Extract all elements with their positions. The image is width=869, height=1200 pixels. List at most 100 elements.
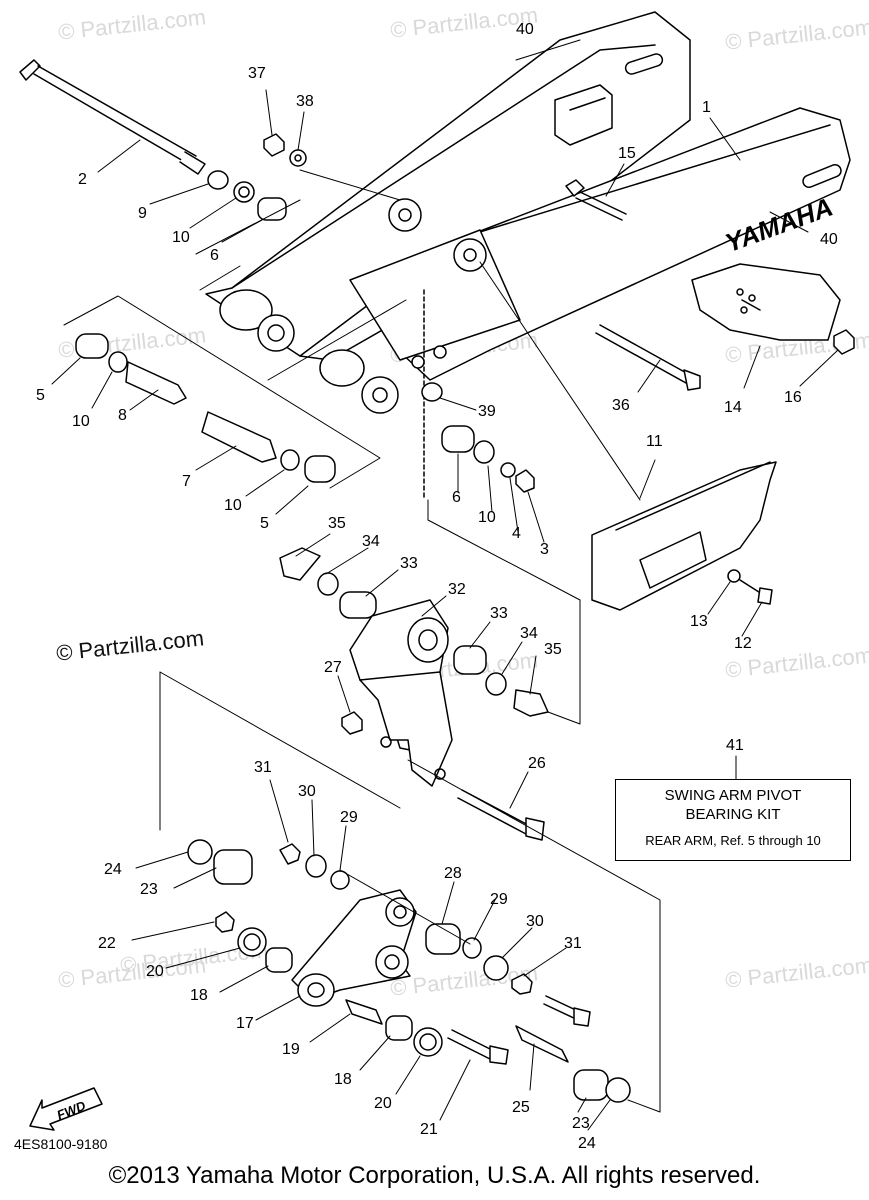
callout-30: 30 (526, 913, 544, 930)
washer-part-38 (289, 149, 307, 167)
collar-part-35 (513, 689, 549, 717)
seal-part-34 (485, 672, 507, 696)
callout-2: 2 (78, 171, 87, 188)
callout-20: 20 (374, 1095, 392, 1112)
callout-9: 9 (138, 205, 147, 222)
callout-26: 26 (528, 755, 546, 772)
collar-part-35 (279, 547, 321, 581)
plate-part-11 (591, 461, 777, 611)
seal-part-30 (305, 854, 327, 878)
nut-part-16 (833, 329, 855, 355)
callout-4: 4 (512, 525, 521, 542)
swingarm-part-1 (205, 11, 851, 501)
bearing-part-6 (257, 197, 287, 221)
o-ring-part-29 (330, 870, 350, 890)
callout-10: 10 (172, 229, 190, 246)
copyright-notice: ©2013 Yamaha Motor Corporation, U.S.A. A… (108, 1162, 761, 1189)
cap-part-39 (421, 382, 443, 402)
pivot-shaft-2 (19, 59, 206, 175)
callout-38: 38 (296, 93, 314, 110)
bearing-kit-box: SWING ARM PIVOT BEARING KIT REAR ARM, Re… (615, 779, 851, 861)
seal-part-10 (280, 449, 300, 471)
collar-part-5 (75, 333, 109, 359)
callout-3: 3 (540, 541, 549, 558)
callout-13: 13 (690, 613, 708, 630)
callout-10: 10 (478, 509, 496, 526)
callout-7: 7 (182, 473, 191, 490)
callout-33: 33 (490, 605, 508, 622)
bearing-part-23 (213, 849, 253, 885)
bearing-part-28 (425, 923, 461, 955)
callout-37: 37 (248, 65, 266, 82)
nut-part-27 (341, 711, 363, 735)
seal-part-24 (605, 1077, 631, 1103)
callout-24: 24 (578, 1135, 596, 1152)
bushing-part-8 (125, 361, 187, 405)
callout-16: 16 (784, 389, 802, 406)
callout-35: 35 (544, 641, 562, 658)
seal-part-30 (483, 955, 509, 981)
nut-part-37 (263, 133, 285, 157)
callout-12: 12 (734, 635, 752, 652)
callout-27: 27 (324, 659, 342, 676)
callout-31: 31 (254, 759, 272, 776)
connecting-rod-part-32 (349, 599, 453, 787)
callout-32: 32 (448, 581, 466, 598)
callout-20: 20 (146, 963, 164, 980)
chain-guide-part-14 (691, 263, 841, 341)
bearing-part-33 (453, 645, 487, 675)
callout-28: 28 (444, 865, 462, 882)
collar-part-5 (304, 455, 336, 483)
fwd-arrow-icon: FWD (29, 1087, 103, 1131)
callout-40: 40 (820, 231, 838, 248)
callout-41: 41 (726, 737, 744, 754)
bearing-part-23 (573, 1069, 609, 1101)
callout-29: 29 (490, 891, 508, 908)
collar-part-22 (215, 911, 235, 933)
collar-part-9 (207, 170, 229, 190)
callout-31: 31 (564, 935, 582, 952)
o-ring-part-29 (462, 937, 482, 959)
callout-39: 39 (478, 403, 496, 420)
seal-part-10 (233, 181, 255, 203)
callout-18: 18 (334, 1071, 352, 1088)
callout-14: 14 (724, 399, 742, 416)
callout-24: 24 (104, 861, 122, 878)
callout-25: 25 (512, 1099, 530, 1116)
callout-34: 34 (362, 533, 380, 550)
callout-40: 40 (516, 21, 534, 38)
bearing-part-18 (265, 947, 293, 973)
bolt-part-12 (739, 579, 773, 605)
callout-17: 17 (236, 1015, 254, 1032)
seal-part-20 (237, 927, 267, 957)
bushing-part-7 (201, 411, 277, 463)
seal-part-34 (317, 572, 339, 596)
seal-part-24 (187, 839, 213, 865)
callout-10: 10 (72, 413, 90, 430)
callout-36: 36 (612, 397, 630, 414)
kit-title-line2: BEARING KIT (685, 806, 781, 823)
callout-29: 29 (340, 809, 358, 826)
collar-part-31 (511, 973, 533, 995)
washer-part-4 (500, 462, 516, 478)
collar-part-31 (279, 843, 301, 865)
seal-part-10 (473, 440, 495, 464)
callout-8: 8 (118, 407, 127, 424)
callout-30: 30 (298, 783, 316, 800)
bolt-part-15 (565, 179, 627, 221)
callout-33: 33 (400, 555, 418, 572)
callout-21: 21 (420, 1121, 438, 1138)
figure-code: 4ES8100-9180 (14, 1136, 108, 1152)
bolt-part-36 (595, 324, 701, 391)
callout-22: 22 (98, 935, 116, 952)
seal-part-20 (413, 1027, 443, 1057)
bearing-part-18 (385, 1015, 413, 1041)
callout-6: 6 (452, 489, 461, 506)
washer-part-13 (727, 569, 741, 583)
callout-11: 11 (646, 433, 663, 450)
bolt-part-26 (457, 789, 545, 841)
relay-arm-part-17 (291, 889, 417, 1007)
callout-6: 6 (210, 247, 219, 264)
bolt-part-21 (447, 1029, 509, 1065)
